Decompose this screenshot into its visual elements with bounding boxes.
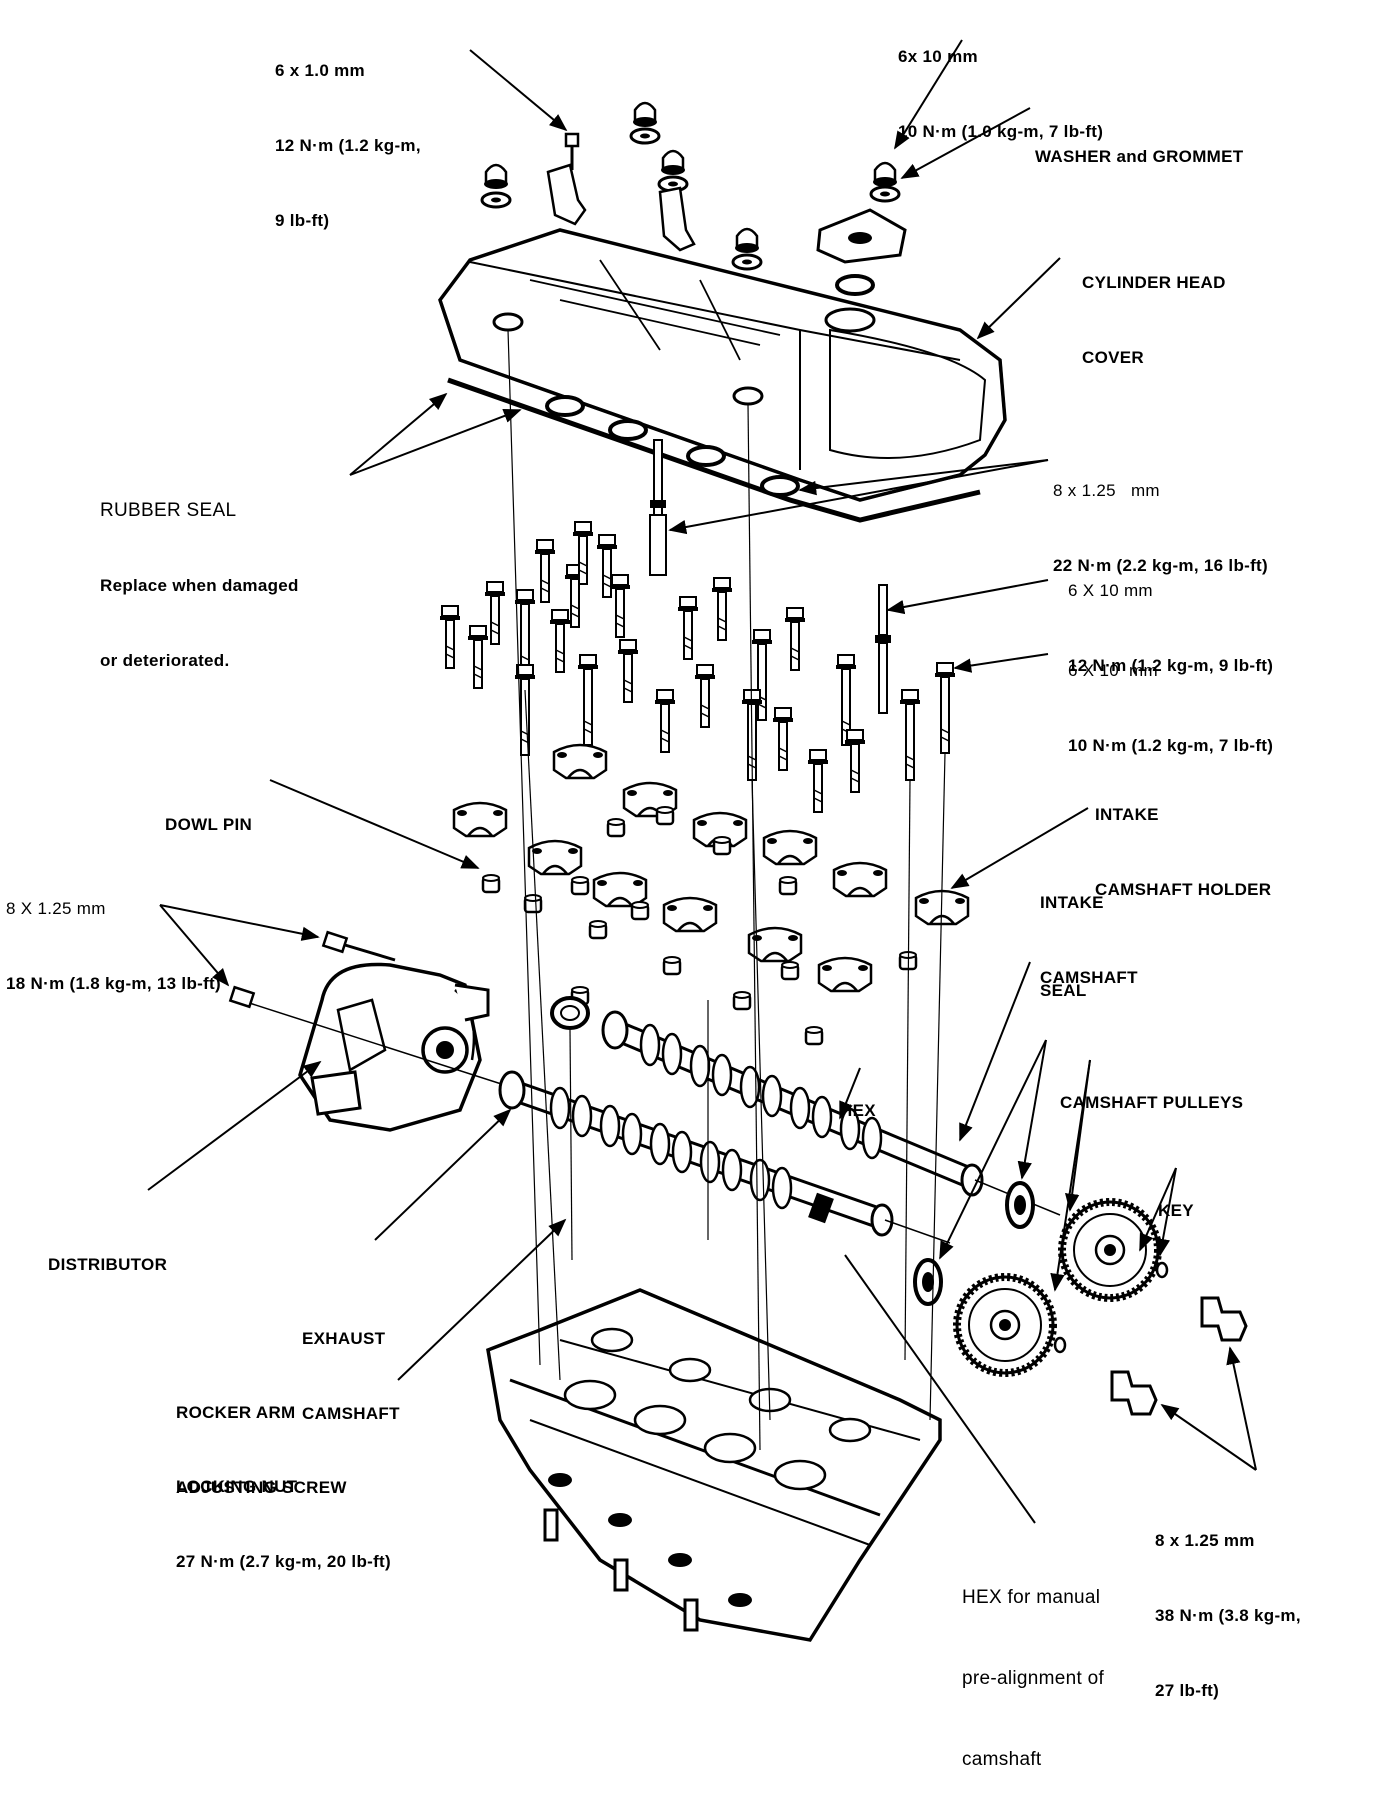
camshaft-pulleys — [957, 1202, 1169, 1373]
label-rocker-arm: ROCKER ARM ADJUSTING SCREW — [176, 1350, 347, 1525]
label-bolt-6x10-top: 6x 10 mm 10 N·m (1.0 kg-m, 7 lb-ft) — [898, 0, 1103, 169]
label-washer-grommet: WASHER and GROMMET — [1035, 94, 1243, 194]
camshaft-holders — [452, 743, 970, 993]
label-line: 8 x 1.25 mm — [1155, 1531, 1255, 1550]
label-camshaft-pulleys: CAMSHAFT PULLEYS — [1060, 1040, 1243, 1140]
label-line: 12 N·m (1.2 kg-m, — [275, 136, 421, 155]
label-line: COVER — [1082, 348, 1144, 367]
label-line: WASHER and GROMMET — [1035, 147, 1244, 166]
label-distributor: DISTRIBUTOR — [48, 1202, 167, 1302]
label-line: 38 N·m (3.8 kg-m, — [1155, 1606, 1301, 1625]
label-line: camshaft — [962, 1749, 1042, 1770]
exhaust-camshaft — [498, 1070, 951, 1244]
label-line: or deteriorated. — [100, 651, 230, 670]
label-line: RUBBER SEAL — [100, 500, 237, 521]
label-dowl-pin: DOWL PIN — [165, 762, 252, 862]
label-line: HEX for manual — [962, 1587, 1101, 1608]
cylinder-head-cover — [438, 228, 1007, 502]
label-line: INTAKE — [1040, 893, 1104, 912]
label-line: 10 N·m (1.2 kg-m, 7 lb-ft) — [1068, 736, 1274, 755]
pulley-bolts — [1110, 1296, 1248, 1416]
camshaft-holder-bolts — [439, 521, 956, 813]
cover-nuts-washers — [480, 101, 907, 296]
cylinder-head — [486, 1288, 942, 1642]
label-line: 6x 10 mm — [898, 47, 978, 66]
studs — [649, 439, 891, 714]
exploded-cylinder-head-diagram — [147, 39, 1257, 1642]
label-line: 8 X 1.25 mm — [6, 899, 106, 918]
label-line: 6 X 10 mm — [1068, 661, 1158, 680]
label-line: LOCKING NUT — [176, 1477, 298, 1496]
label-line: 18 N·m (1.8 kg-m, 13 lb-ft) — [6, 974, 221, 993]
label-line: Replace when damaged — [100, 576, 299, 595]
label-seal: SEAL — [1040, 928, 1087, 1028]
rubber-seal — [447, 377, 981, 523]
label-line: 22 N·m (2.2 kg-m, 16 lb-ft) — [1053, 556, 1268, 575]
label-line: HEX — [840, 1101, 876, 1120]
alignment-lines — [507, 329, 946, 1451]
label-hex-manual: HEX for manual pre-alignment of camshaft — [962, 1530, 1104, 1800]
intake-camshaft — [601, 1010, 1061, 1216]
distributor — [228, 930, 521, 1132]
label-line: DISTRIBUTOR — [48, 1255, 168, 1274]
label-hex: HEX — [840, 1048, 876, 1148]
label-line: EXHAUST — [302, 1329, 386, 1348]
label-bolt-8x1-25-cover: 8 x 1.25 mm 22 N·m (2.2 kg-m, 16 lb-ft) — [1053, 428, 1268, 603]
label-intake-camshaft: INTAKE CAMSHAFT — [1040, 840, 1138, 1015]
label-intake-camshaft-holder: INTAKE CAMSHAFT HOLDER — [1095, 752, 1271, 927]
label-line: CAMSHAFT HOLDER — [1095, 880, 1272, 899]
label-locking-nut: LOCKING NUT 27 N·m (2.7 kg-m, 20 lb-ft) — [176, 1424, 391, 1599]
label-cylinder-head-cover: CYLINDER HEAD COVER — [1082, 220, 1226, 395]
label-bolt-6x10-mid: 6 X 10 mm 12 N·m (1.2 kg-m, 9 lb-ft) — [1068, 528, 1273, 703]
label-line: CAMSHAFT PULLEYS — [1060, 1093, 1244, 1112]
label-line: ADJUSTING SCREW — [176, 1478, 347, 1497]
label-line: pre-alignment of — [962, 1668, 1105, 1689]
label-line: SEAL — [1040, 981, 1087, 1000]
label-line: 8 x 1.25 mm — [1053, 481, 1160, 500]
label-line: 6 x 1.0 mm — [275, 61, 365, 80]
label-bolt-6x10-low: 6 X 10 mm 10 N·m (1.2 kg-m, 7 lb-ft) — [1068, 608, 1273, 783]
label-line: 10 N·m (1.0 kg-m, 7 lb-ft) — [898, 122, 1104, 141]
label-line: 27 lb-ft) — [1155, 1681, 1220, 1700]
label-line: ROCKER ARM — [176, 1403, 296, 1422]
label-line: DOWL PIN — [165, 815, 253, 834]
label-rubber-seal: RUBBER SEAL Replace when damaged or dete… — [100, 448, 299, 698]
label-line: 9 lb-ft) — [275, 211, 330, 230]
label-line: CAMSHAFT — [1040, 968, 1138, 987]
label-line: 6 X 10 mm — [1068, 581, 1153, 600]
label-line: 27 N·m (2.7 kg-m, 20 lb-ft) — [176, 1552, 391, 1571]
label-exhaust-camshaft: EXHAUST CAMSHAFT — [302, 1276, 400, 1451]
label-line: INTAKE — [1095, 805, 1159, 824]
label-line: 12 N·m (1.2 kg-m, 9 lb-ft) — [1068, 656, 1274, 675]
label-line: CYLINDER HEAD — [1082, 273, 1226, 292]
label-line: KEY — [1158, 1201, 1194, 1220]
label-bolt-8x1-25-dist: 8 X 1.25 mm 18 N·m (1.8 kg-m, 13 lb-ft) — [6, 846, 221, 1021]
label-bolt-8x1-25-pulley: 8 x 1.25 mm 38 N·m (3.8 kg-m, 27 lb-ft) — [1155, 1478, 1301, 1728]
leader-lines — [147, 39, 1257, 1524]
label-bolt-6x1-0: 6 x 1.0 mm 12 N·m (1.2 kg-m, 9 lb-ft) — [275, 8, 421, 258]
camshaft-seals — [550, 996, 1035, 1306]
label-key: KEY — [1158, 1148, 1194, 1248]
label-line: CAMSHAFT — [302, 1404, 400, 1423]
